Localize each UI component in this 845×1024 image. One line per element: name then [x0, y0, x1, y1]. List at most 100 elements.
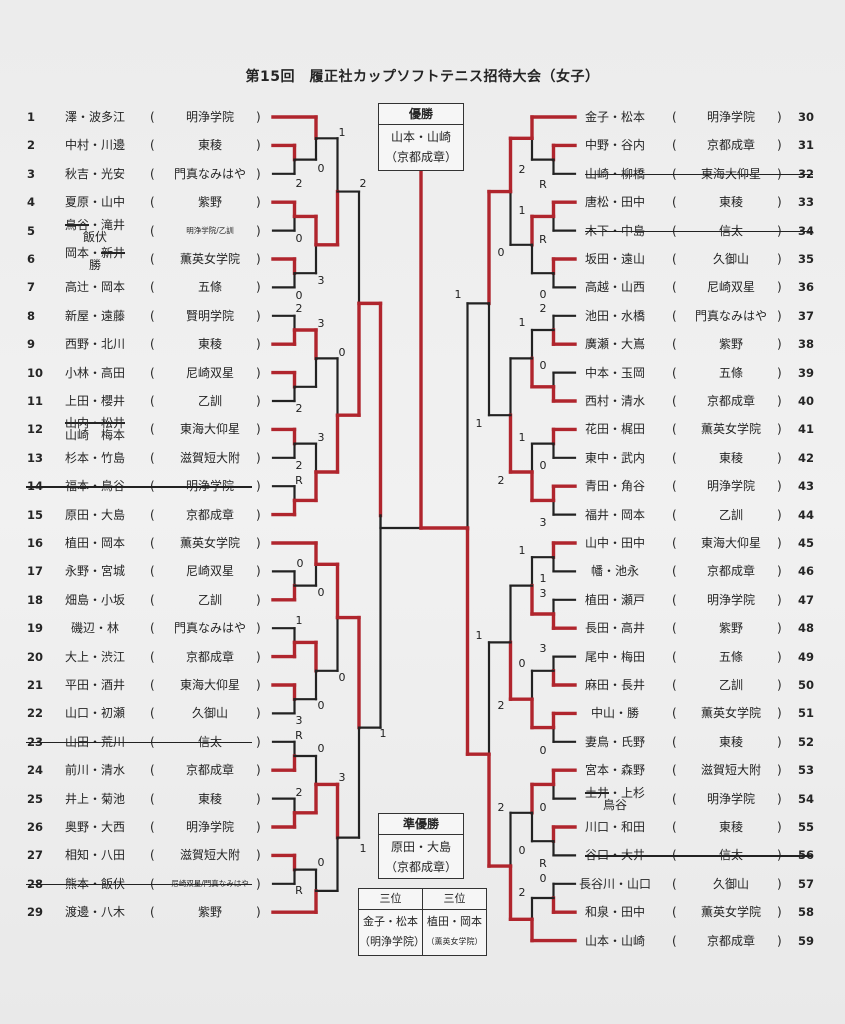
- name-segment: 前川・清水: [64, 763, 125, 778]
- name-segment: 植田・岡本: [64, 536, 125, 550]
- entry-number: 1: [27, 110, 36, 124]
- entry-players: 長谷川・山口: [565, 872, 665, 896]
- entry-number: 11: [27, 394, 44, 408]
- entry-players: 金子・松本: [565, 105, 665, 129]
- player-names: 幡・池永: [591, 564, 639, 578]
- name-segment: 山中・田中: [584, 536, 645, 550]
- name-segment: 西野・北川: [64, 337, 125, 352]
- third-place-name: 金子・松本: [363, 915, 418, 928]
- close-paren: ): [256, 138, 261, 153]
- close-paren: ): [777, 621, 782, 636]
- entry-number: 50: [798, 678, 815, 692]
- entry-players: 西野・北川: [45, 332, 145, 356]
- name-segment: 渡邊・八木: [64, 905, 125, 920]
- match-score: 0: [540, 359, 547, 372]
- entry-school: 京都成章: [185, 649, 234, 664]
- entry-school: 薫英女学院: [179, 252, 240, 266]
- entry-players: 唐松・田中: [565, 190, 665, 214]
- player-names: 鳥谷・滝井: [65, 218, 125, 232]
- player-names: 唐松・田中: [585, 195, 645, 209]
- entry-players: 山本・山崎: [565, 929, 665, 953]
- entry-school: 薫英女学院: [700, 706, 761, 721]
- entry-number: 21: [27, 678, 44, 692]
- match-score: 2: [519, 163, 526, 176]
- entry-number: 5: [27, 223, 36, 238]
- entry-players: 原田・大島: [45, 503, 145, 527]
- champion-label: 優勝: [379, 104, 463, 125]
- open-paren: (: [150, 791, 155, 806]
- entry-school: 尼崎双星: [185, 365, 234, 380]
- open-paren: (: [150, 166, 155, 181]
- match-score: 3: [540, 516, 547, 529]
- open-paren: (: [150, 649, 155, 664]
- entry-players: 尾中・梅田: [565, 645, 665, 669]
- open-paren: (: [672, 252, 677, 266]
- close-paren: ): [256, 252, 261, 266]
- open-paren: (: [672, 763, 677, 778]
- entry-players: 夏原・山中: [45, 190, 145, 214]
- entry-players: 高辻・岡本: [45, 275, 145, 299]
- entry-school: 久御山: [712, 876, 749, 891]
- match-score: 3: [540, 587, 547, 600]
- champion-box: 優勝 山本・山崎 （京都成章）: [378, 103, 464, 171]
- corrected-name: 飯伏: [82, 229, 107, 244]
- entry-players: 長田・高井: [565, 616, 665, 640]
- entry-number: 39: [798, 365, 815, 380]
- open-paren: (: [672, 621, 677, 636]
- close-paren: ): [256, 905, 261, 920]
- name-segment: 澤・波多江: [64, 110, 125, 124]
- entry-players: 植田・瀬戸: [565, 588, 665, 612]
- entry-number: 16: [27, 536, 44, 550]
- close-paren: ): [777, 820, 782, 834]
- name-segment: 妻鳥・氏野: [584, 734, 645, 749]
- match-score: 3: [318, 317, 325, 330]
- champion-school: （京都成章）: [384, 150, 457, 164]
- player-names: 岡本・新井: [65, 246, 125, 260]
- open-paren: (: [150, 905, 155, 920]
- name-segment: ・滝井: [89, 217, 126, 232]
- close-paren: ): [256, 110, 261, 124]
- open-paren: (: [150, 138, 155, 153]
- match-score: 2: [360, 177, 367, 190]
- close-paren: ): [256, 763, 261, 778]
- open-paren: (: [672, 308, 677, 323]
- entry-number: 22: [27, 706, 44, 721]
- entry-number: 13: [27, 450, 44, 465]
- entry-school: 紫野: [197, 195, 222, 210]
- name-segment: 中野・谷内: [584, 138, 645, 153]
- entry-school: 東海大仰星: [179, 422, 240, 437]
- entry-number: 43: [798, 479, 815, 494]
- player-names: 小林・高田: [65, 366, 125, 380]
- entry-number: 51: [798, 706, 815, 721]
- entry-players: 秋吉・光安: [45, 162, 145, 186]
- match-score: 2: [498, 801, 505, 814]
- close-paren: ): [777, 450, 782, 465]
- open-paren: (: [672, 110, 677, 124]
- close-paren: ): [256, 166, 261, 181]
- open-paren: (: [150, 706, 155, 721]
- player-names: 宮本・森野: [585, 763, 645, 777]
- close-paren: ): [777, 422, 782, 437]
- entry-players: 上田・櫻井: [45, 389, 145, 413]
- player-names: 山本・山崎: [585, 934, 645, 948]
- entry-players: 新屋・遠藤: [45, 304, 145, 328]
- close-paren: ): [256, 394, 261, 408]
- entry-school: 明浄学院: [706, 791, 755, 806]
- entry-players: 鳥谷・滝井飯伏: [45, 219, 145, 243]
- close-paren: ): [777, 536, 782, 550]
- entry-school: 明浄学院: [706, 479, 755, 494]
